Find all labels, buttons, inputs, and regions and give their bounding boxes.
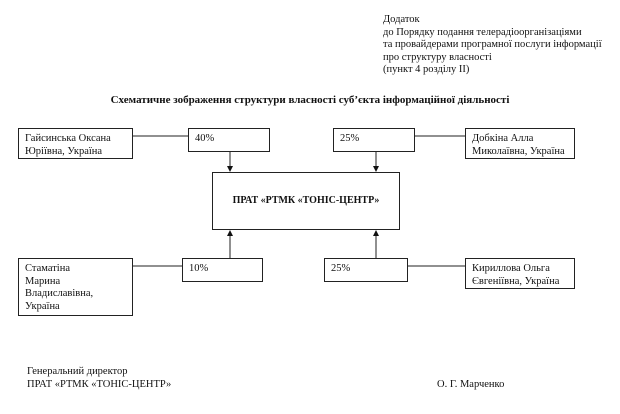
owner-box: Гайсинська Оксана Юріївна, Україна bbox=[18, 128, 133, 159]
header-line: Додаток bbox=[383, 14, 420, 25]
header-line: та провайдерами програмної послуги інфор… bbox=[383, 39, 602, 50]
diagram-title: Схематичне зображення структури власност… bbox=[110, 94, 510, 106]
signatory-company: ПРАТ «РТМК «ТОНІС-ЦЕНТР» bbox=[27, 378, 172, 390]
header-line: про структуру власності bbox=[383, 51, 492, 63]
share-box: 10% bbox=[182, 258, 263, 282]
header-line: (пункт 4 розділу II) bbox=[383, 64, 470, 75]
owner-box: Добкіна Алла Миколаївна, Україна bbox=[465, 128, 575, 159]
signatory-name: О. Г. Марченко bbox=[437, 379, 505, 390]
signatory-position: Генеральний директор bbox=[27, 366, 128, 377]
signature-block: Генеральний директор ПРАТ «РТМК «ТОНІС-Ц… bbox=[27, 366, 171, 391]
owner-box: Стаматіна Марина Владиславівна, Україна bbox=[18, 258, 133, 316]
owner-box: Кириллова Ольга Євгеніївна, Україна bbox=[465, 258, 575, 289]
share-box: 25% bbox=[333, 128, 415, 152]
header-line: до Порядку подання телерадіоорганізаціям… bbox=[383, 26, 582, 38]
appendix-header: Додаток до Порядку подання телерадіоорга… bbox=[383, 14, 602, 77]
company-box: ПРАТ «РТМК «ТОНІС-ЦЕНТР» bbox=[212, 172, 400, 230]
share-box: 40% bbox=[188, 128, 270, 152]
share-box: 25% bbox=[324, 258, 408, 282]
